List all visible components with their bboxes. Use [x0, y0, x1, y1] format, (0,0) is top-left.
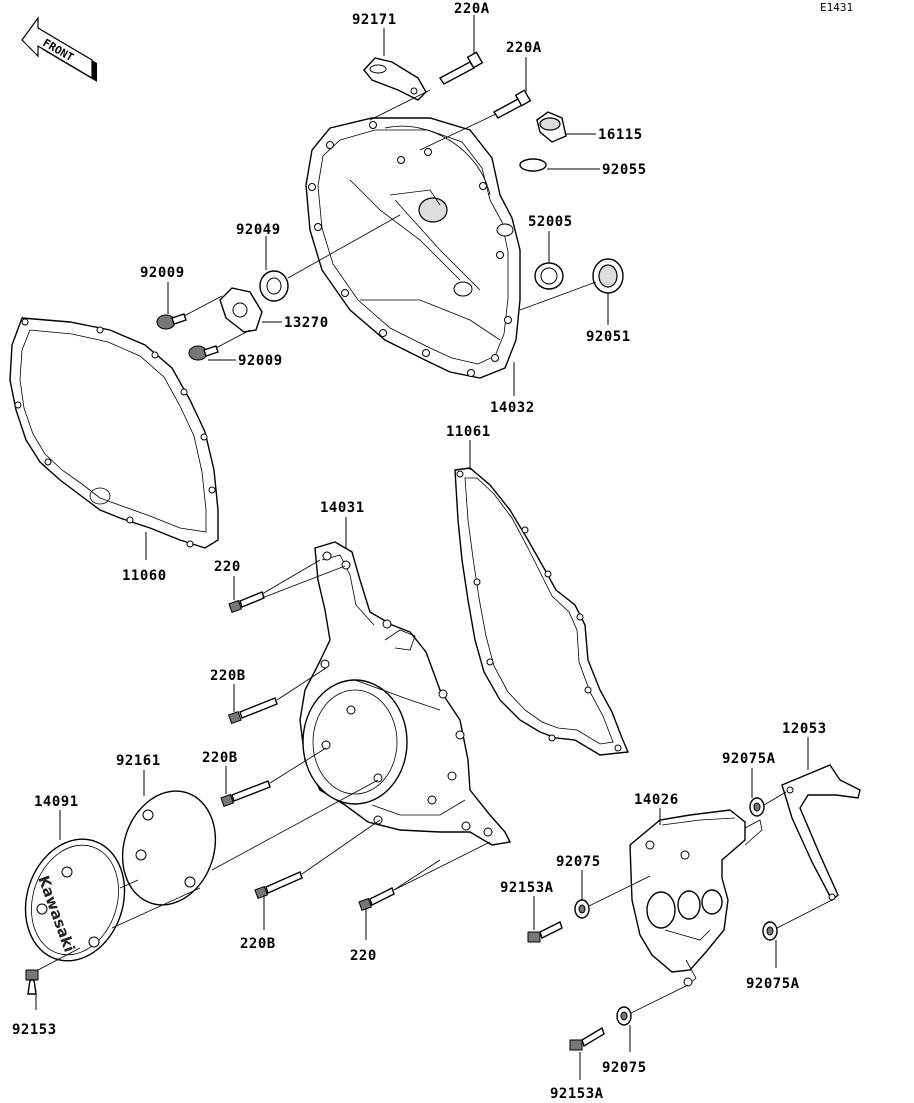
- cover-14091: Kawasaki: [24, 838, 126, 962]
- bolt-220-upper: [228, 591, 265, 614]
- label-220B-3: 220B: [240, 936, 276, 952]
- gasket-11060: [9, 317, 219, 549]
- label-92161: 92161: [116, 753, 161, 769]
- screw-92153A-upper: [527, 921, 563, 943]
- label-92009-1: 92009: [140, 265, 185, 281]
- screw-92153: [25, 969, 39, 995]
- label-52005: 52005: [528, 214, 573, 230]
- label-12053: 12053: [782, 721, 827, 737]
- label-14031: 14031: [320, 500, 365, 516]
- washer-92075-middle: [574, 899, 590, 919]
- label-11061: 11061: [446, 424, 491, 440]
- bolt-220B-upper: [227, 697, 278, 725]
- label-92171: 92171: [352, 12, 397, 28]
- label-13270: 13270: [284, 315, 329, 331]
- label-220-1: 220: [214, 559, 241, 575]
- screw-92153A-lower: [569, 1026, 605, 1051]
- bolt-220B-middle: [220, 780, 271, 808]
- front-arrow-icon: FRONT: [21, 16, 97, 82]
- gasket-11061: [454, 467, 630, 756]
- label-220-2: 220: [350, 948, 377, 964]
- label-220A-2: 220A: [506, 40, 542, 56]
- label-92009-2: 92009: [238, 353, 283, 369]
- label-92153: 92153: [12, 1022, 57, 1038]
- bracket-12053: [781, 764, 861, 902]
- label-16115: 16115: [598, 127, 643, 143]
- label-220B-2: 220B: [202, 750, 238, 766]
- washer-92075A-upper: [749, 797, 765, 817]
- label-92049: 92049: [236, 222, 281, 238]
- washer-92075-lower: [616, 1006, 632, 1026]
- label-11060: 11060: [122, 568, 167, 584]
- bolt-220A-upper: [438, 51, 484, 85]
- label-14026: 14026: [634, 792, 679, 808]
- label-14032: 14032: [490, 400, 535, 416]
- oil-seal-92051: [592, 258, 624, 294]
- o-ring-92055: [519, 158, 547, 172]
- diagram-code: E1431: [820, 1, 853, 14]
- label-92051: 92051: [586, 329, 631, 345]
- gasket-disc-92161: [121, 790, 217, 906]
- label-92075-2: 92075: [602, 1060, 647, 1076]
- label-92075A-1: 92075A: [722, 751, 776, 767]
- generator-cover-14031: [299, 541, 512, 846]
- label-92055: 92055: [602, 162, 647, 178]
- plate-13270: [219, 287, 263, 333]
- label-92153A-2: 92153A: [550, 1086, 604, 1102]
- label-92075A-2: 92075A: [746, 976, 800, 992]
- label-92153A-1: 92153A: [500, 880, 554, 896]
- bolt-220-lower: [358, 887, 395, 912]
- label-14091: 14091: [34, 794, 79, 810]
- bolt-220A-lower: [492, 89, 532, 119]
- bush-52005: [534, 262, 564, 290]
- screw-92009-upper: [156, 313, 187, 330]
- bolt-220B-lower: [254, 871, 303, 900]
- clutch-cover-14032: [305, 117, 521, 379]
- label-220B-1: 220B: [210, 668, 246, 684]
- washer-92075A-lower: [762, 921, 778, 941]
- plug-16115: [536, 111, 567, 143]
- label-220A-1: 220A: [454, 1, 490, 17]
- sprocket-cover-14026: [629, 809, 763, 987]
- label-92075-1: 92075: [556, 854, 601, 870]
- screw-92009-lower: [188, 345, 219, 361]
- bearing-92049: [259, 270, 289, 302]
- clamp-92171: [363, 57, 427, 101]
